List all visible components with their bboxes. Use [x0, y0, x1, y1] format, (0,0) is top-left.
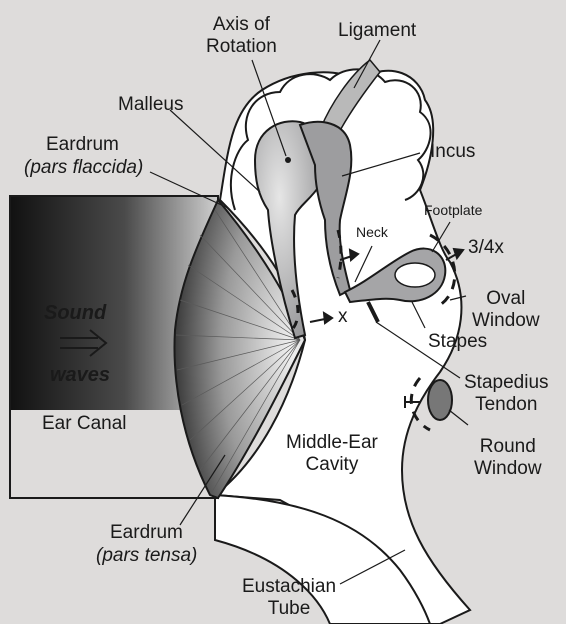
axis-of-rotation-dot [285, 157, 291, 163]
stapes-opening [395, 263, 435, 287]
label-middle-ear-cavity: Middle-Ear Cavity [286, 432, 378, 476]
label-eardrum-flaccida: Eardrum [46, 134, 119, 156]
label-stapes: Stapes [428, 331, 487, 353]
label-eardrum-tensa: Eardrum [110, 522, 183, 544]
label-ear-canal: Ear Canal [42, 413, 127, 435]
label-x-marker: x [338, 306, 348, 328]
label-ligament: Ligament [338, 20, 416, 42]
round-window-shape [428, 380, 452, 420]
label-ratio: 3/4x [468, 237, 504, 259]
label-waves: waves [50, 364, 110, 386]
label-axis-of-rotation: Axis of Rotation [206, 14, 277, 58]
label-neck: Neck [356, 224, 388, 240]
label-footplate: Footplate [424, 202, 482, 218]
label-pars-tensa: (pars tensa) [96, 545, 197, 567]
label-stapedius-tendon: Stapedius Tendon [464, 372, 549, 416]
label-eustachian-tube: Eustachian Tube [242, 576, 336, 620]
label-oval-window: Oval Window [472, 288, 540, 332]
label-round-window: Round Window [474, 436, 542, 480]
label-pars-flaccida: (pars flaccida) [24, 157, 143, 179]
label-sound: Sound [44, 302, 106, 324]
label-incus: Incus [430, 141, 475, 163]
label-malleus: Malleus [118, 94, 183, 116]
